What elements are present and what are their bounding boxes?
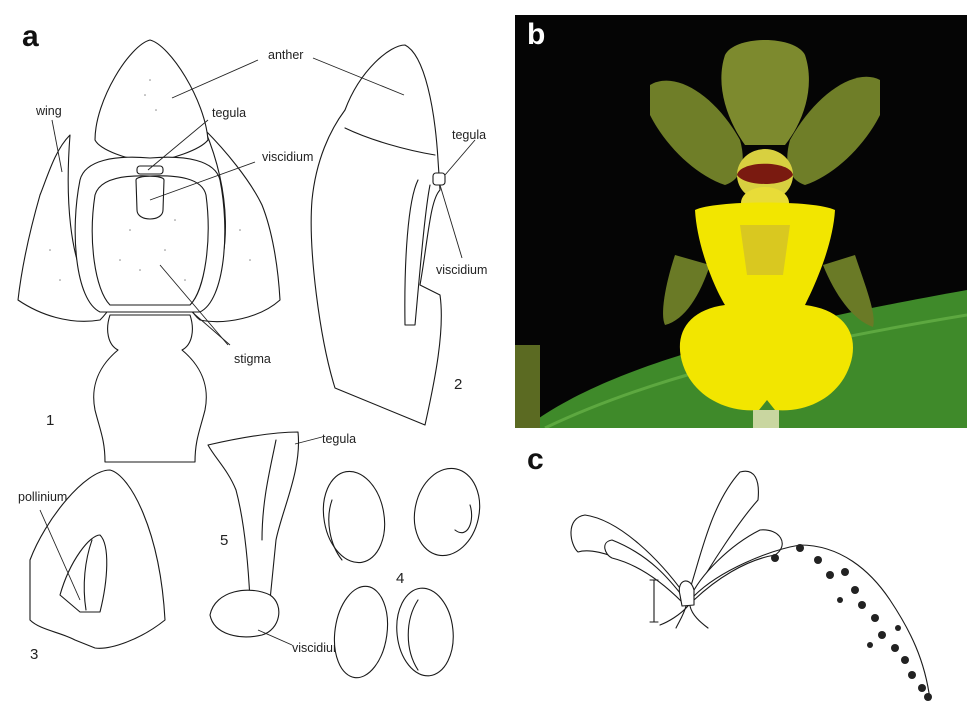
plant-habit-drawing: [0, 0, 967, 703]
